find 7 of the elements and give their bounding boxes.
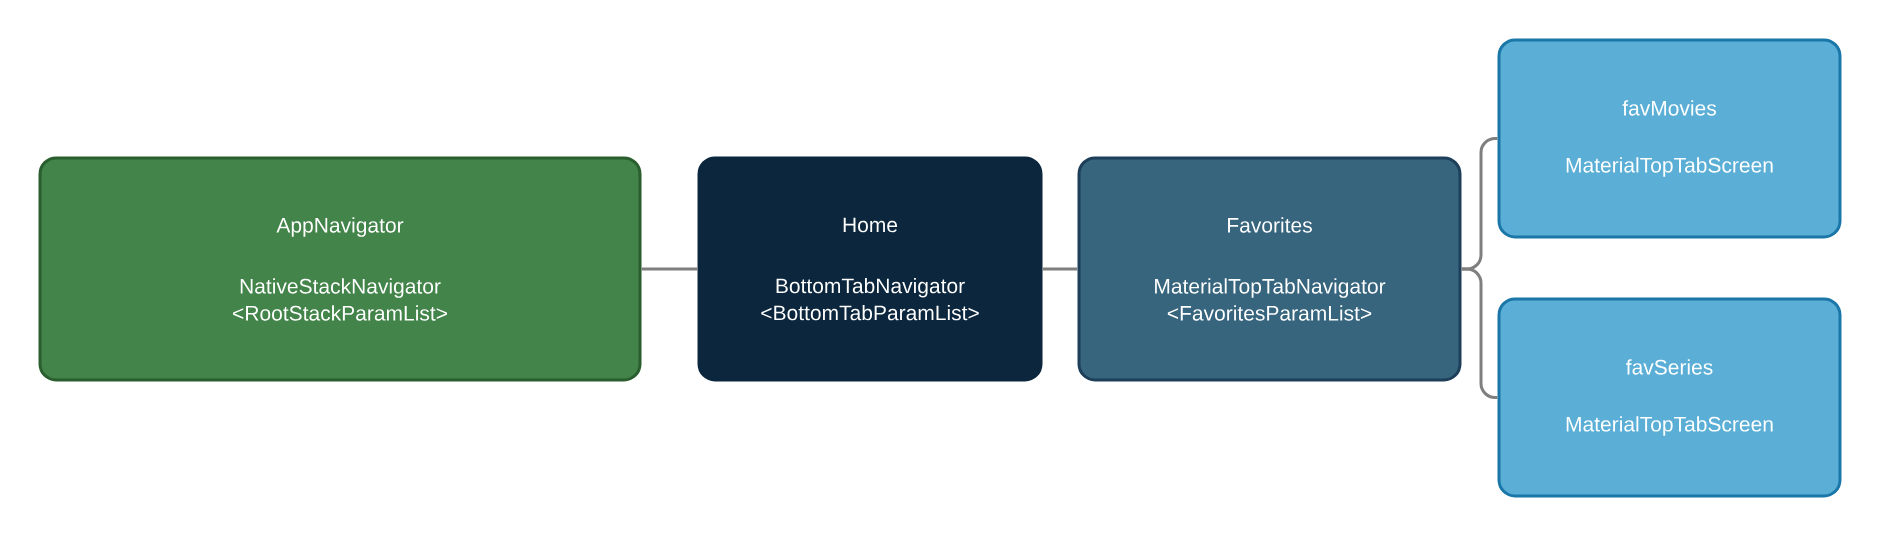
connector-line bbox=[641, 267, 698, 271]
navigator-box: favSeries MaterialTopTabScreen bbox=[1497, 297, 1842, 498]
connector-line bbox=[1042, 267, 1078, 271]
navigator-box: Favorites MaterialTopTabNavigator <FavoritesParamList> bbox=[1077, 156, 1462, 382]
navigator-box: Home BottomTabNavigator <BottomTabParamList> bbox=[697, 156, 1043, 382]
navigator-box: favMovies MaterialTopTabScreen bbox=[1497, 38, 1842, 239]
navigator-box: AppNavigator NativeStackNavigator <RootStackParamList> bbox=[38, 156, 642, 382]
